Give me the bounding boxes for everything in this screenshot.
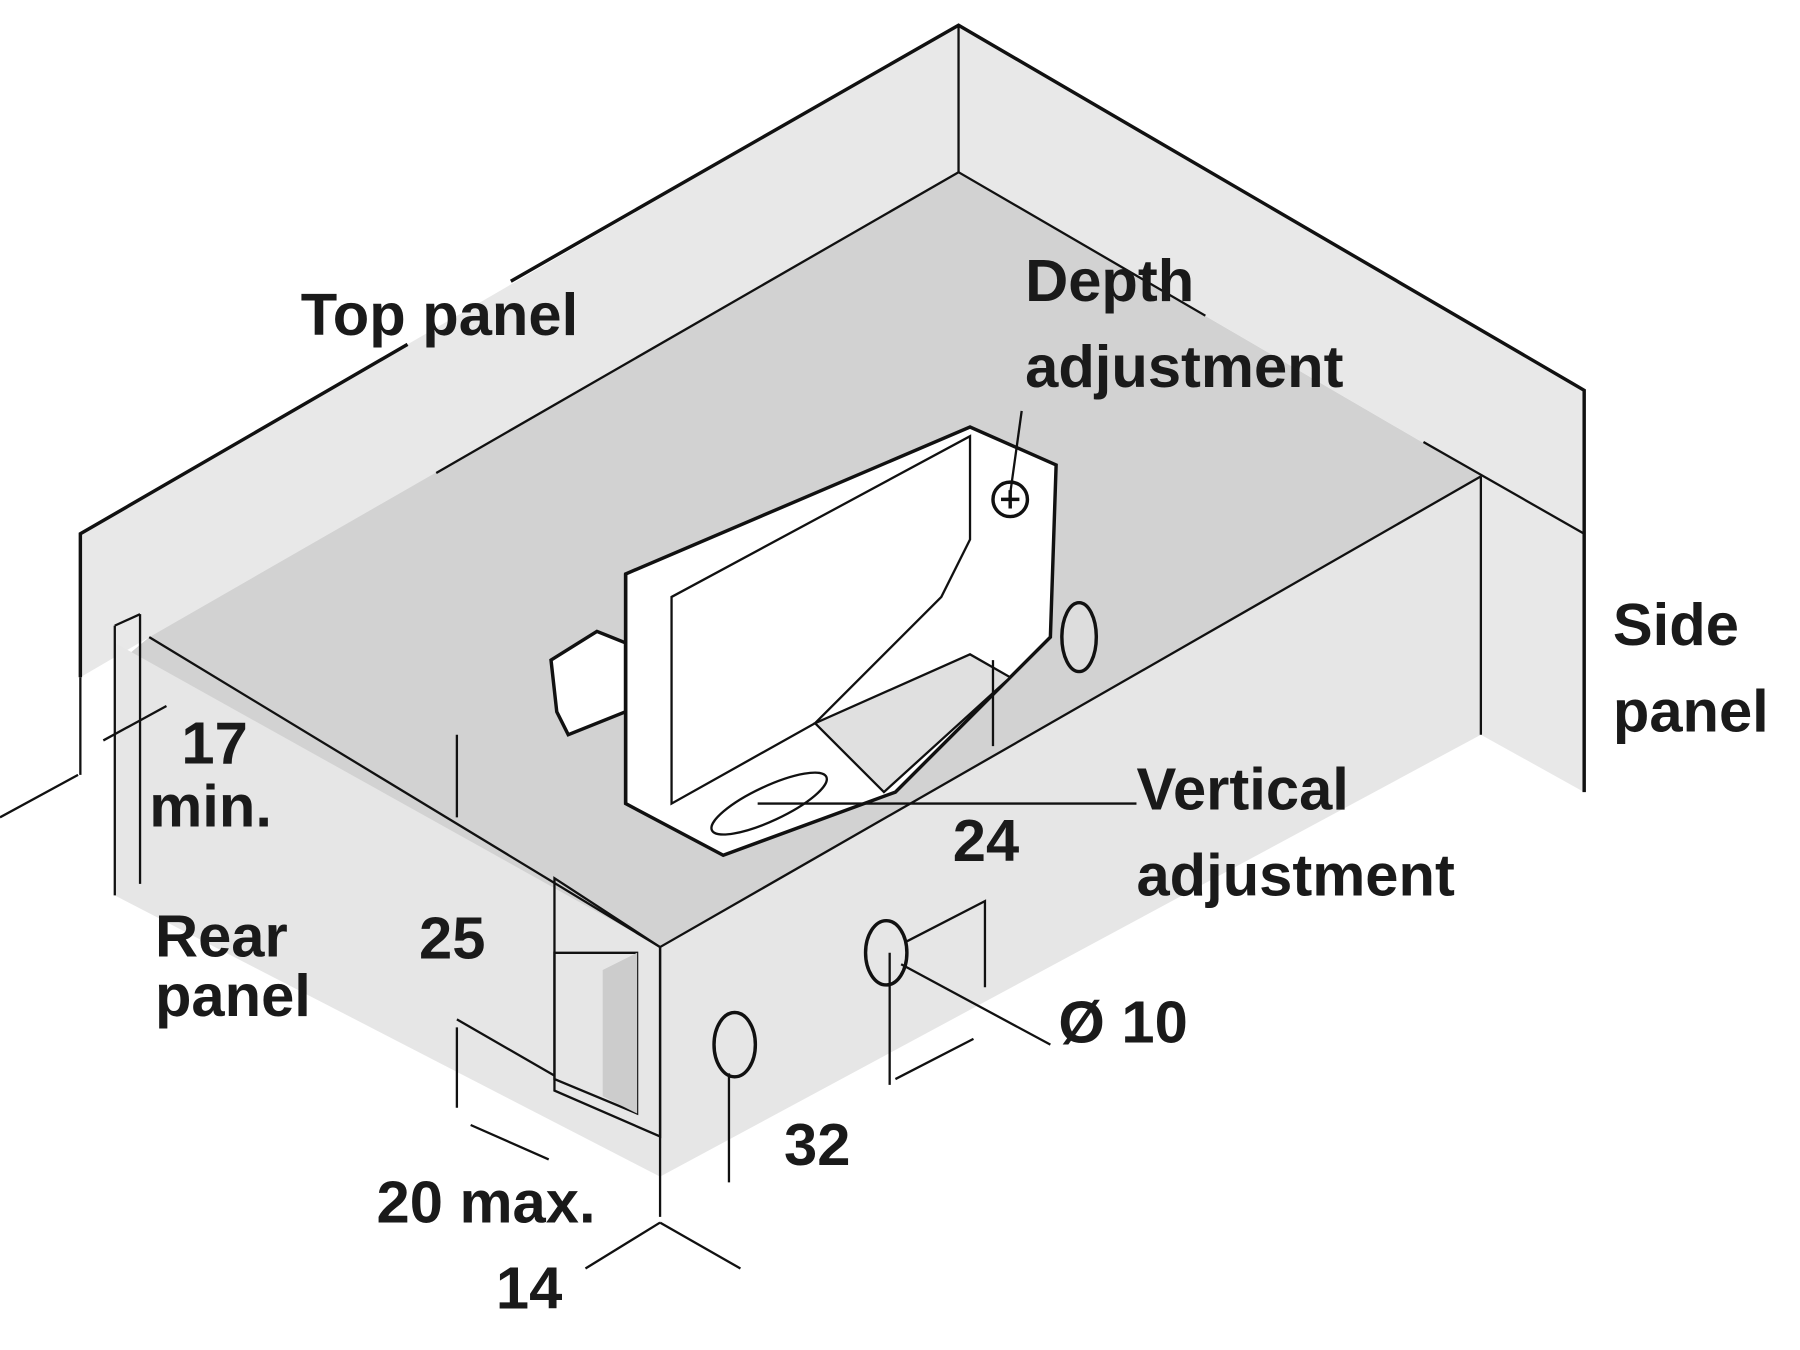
rear-panel-side xyxy=(660,476,1481,1177)
dim-17 xyxy=(0,773,79,819)
dim-arrow xyxy=(894,1037,974,1081)
dim-24-label: 24 xyxy=(953,807,1019,874)
dim-line xyxy=(906,899,987,988)
dim-20 xyxy=(470,1123,550,1161)
hole-10mm xyxy=(863,918,909,987)
edge xyxy=(957,171,1206,317)
edge xyxy=(114,613,141,627)
edge xyxy=(435,171,960,474)
dim-17-label: 17 xyxy=(181,709,247,776)
dim-14 xyxy=(659,1221,742,1270)
edge xyxy=(659,475,1482,949)
side-panel-label: Side xyxy=(1613,591,1739,658)
vertical-adjustment-label-2: adjustment xyxy=(1136,841,1454,908)
edge xyxy=(148,636,661,949)
side-panel-face xyxy=(958,25,1585,793)
depth-adjustment-label-2: adjustment xyxy=(1025,333,1343,400)
rear-panel-label: Rear xyxy=(155,902,288,969)
dim-17 xyxy=(102,704,168,742)
dim-25-label: 25 xyxy=(419,905,485,972)
leader xyxy=(900,963,1051,1046)
top-panel-label: Top panel xyxy=(301,281,578,348)
dim-17-suffix: min. xyxy=(149,773,272,840)
rear-panel-face xyxy=(114,642,661,1177)
rear-cutout-shade xyxy=(602,952,638,1114)
dim-20-label: 20 max. xyxy=(377,1169,596,1236)
dim-10-label: Ø 10 xyxy=(1058,988,1187,1055)
side-panel-label-2: panel xyxy=(1613,677,1769,744)
depth-adjustment-label: Depth xyxy=(1025,247,1194,314)
leader-depth-adj xyxy=(1009,410,1023,494)
top-panel-edge xyxy=(78,342,409,678)
edge xyxy=(1422,440,1585,535)
fitting xyxy=(549,425,1099,858)
rear-panel-label-2: panel xyxy=(155,962,311,1029)
dim-20 xyxy=(456,1018,556,1077)
top-panel-edge-2 xyxy=(509,23,1586,793)
dim-32-label: 32 xyxy=(784,1111,850,1178)
top-panel-face xyxy=(80,25,959,678)
dim-14-label: 14 xyxy=(496,1255,562,1322)
vertical-adjustment-label: Vertical xyxy=(1136,755,1348,822)
hole xyxy=(712,1010,758,1079)
dim-14 xyxy=(584,1221,661,1270)
